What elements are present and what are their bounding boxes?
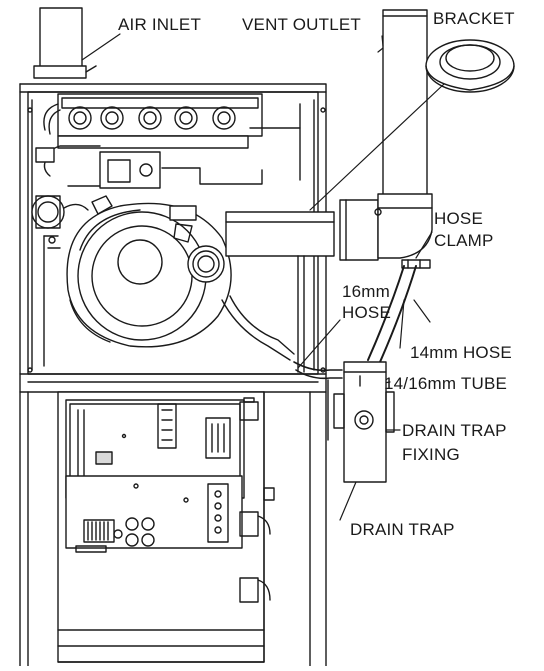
- leader-lines: [81, 33, 445, 521]
- vent-elbow: [339, 193, 433, 261]
- drain-trap-fixing-label-line2: FIXING: [402, 445, 460, 464]
- bracket-label: BRACKET: [433, 9, 515, 28]
- inducer-blower: [43, 195, 295, 367]
- vent-outlet-pipe: [382, 9, 428, 196]
- hose-clamp-label-line1: HOSE: [434, 209, 483, 228]
- hose-14mm-label: 14mm HOSE: [410, 343, 512, 362]
- drain-trap: [327, 361, 395, 483]
- hose-14mm: [367, 265, 417, 363]
- bracket-fitting: [425, 39, 515, 93]
- hose-16mm-label-line2: HOSE: [342, 303, 391, 322]
- gas-valve: [35, 103, 301, 189]
- air-inlet-pipe: [33, 7, 97, 79]
- vent-connector: [225, 211, 335, 373]
- bottom-panel: [27, 391, 311, 667]
- drain-trap-label: DRAIN TRAP: [350, 520, 455, 539]
- air-inlet-label: AIR INLET: [118, 15, 202, 34]
- pressure-switch: [31, 195, 89, 229]
- burner-assembly: [43, 93, 263, 149]
- hose-16mm-label-line1: 16mm: [342, 282, 391, 301]
- vent-outlet-label: VENT OUTLET: [242, 15, 362, 34]
- tube-label: 14/16mm TUBE: [384, 374, 508, 393]
- hose-clamp-label-line2: CLAMP: [434, 231, 494, 250]
- control-compartment: [57, 391, 265, 663]
- drain-trap-fixing-label-line1: DRAIN TRAP: [402, 421, 507, 440]
- hose-16mm: [293, 361, 343, 380]
